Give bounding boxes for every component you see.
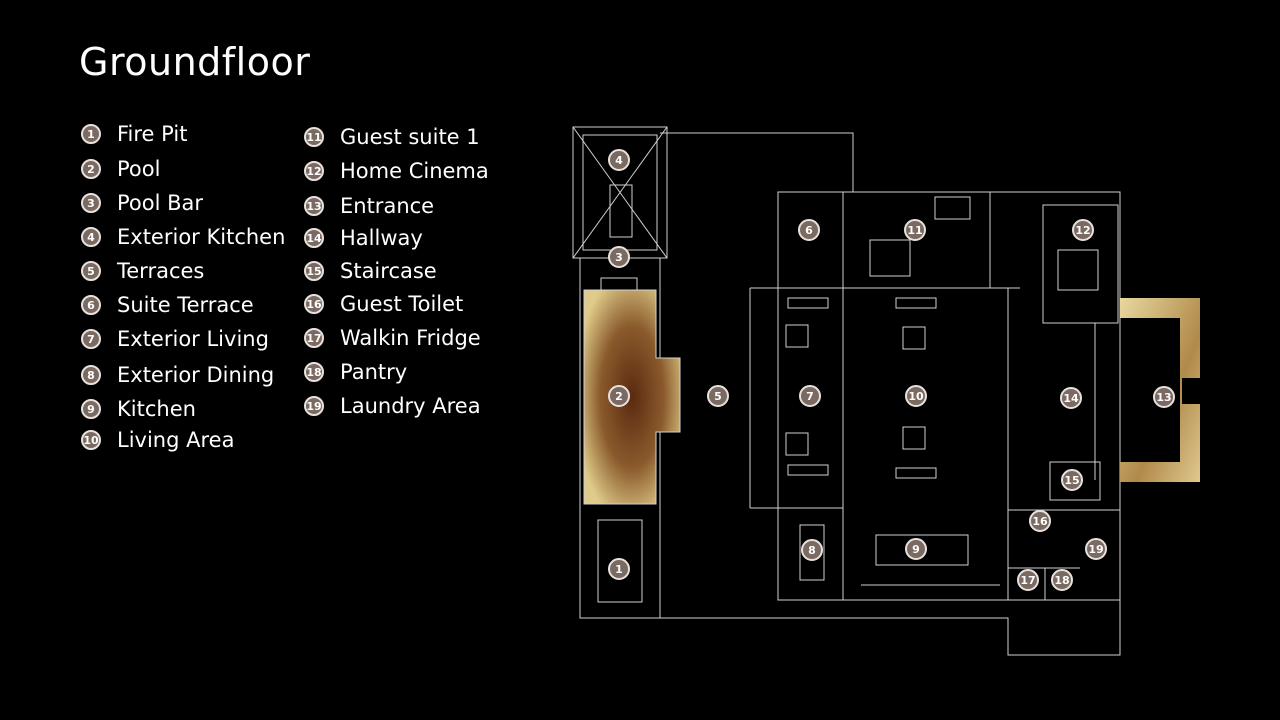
room-marker: 11 bbox=[904, 219, 926, 241]
room-number-badge: 6 bbox=[81, 295, 101, 315]
room-marker: 16 bbox=[1029, 510, 1051, 532]
room-marker: 17 bbox=[1017, 569, 1039, 591]
room-label: Terraces bbox=[117, 259, 205, 283]
room-label: Pantry bbox=[340, 360, 408, 384]
room-label: Guest suite 1 bbox=[340, 125, 480, 149]
room-label: Guest Toilet bbox=[340, 292, 464, 316]
legend-item: 11 Guest suite 1 bbox=[304, 124, 480, 150]
room-label: Suite Terrace bbox=[117, 293, 254, 317]
room-marker: 8 bbox=[801, 539, 823, 561]
room-number-badge: 7 bbox=[81, 329, 101, 349]
room-label: Kitchen bbox=[117, 397, 196, 421]
legend-item: 19 Laundry Area bbox=[304, 393, 481, 419]
legend-item: 15 Staircase bbox=[304, 258, 437, 284]
room-marker: 19 bbox=[1085, 538, 1107, 560]
room-number-badge: 10 bbox=[81, 430, 101, 450]
room-marker: 13 bbox=[1153, 386, 1175, 408]
room-label: Exterior Dining bbox=[117, 363, 275, 387]
main-building-outline bbox=[777, 191, 1121, 601]
room-marker: 6 bbox=[798, 219, 820, 241]
legend-item: 14 Hallway bbox=[304, 225, 423, 251]
room-number-badge: 13 bbox=[304, 196, 324, 216]
room-label: Pool Bar bbox=[117, 191, 204, 215]
legend-item: 8 Exterior Dining bbox=[81, 362, 274, 388]
room-marker: 2 bbox=[608, 385, 630, 407]
room-number-badge: 1 bbox=[81, 124, 101, 144]
room-marker: 12 bbox=[1072, 219, 1094, 241]
legend-item: 3 Pool Bar bbox=[81, 190, 203, 216]
room-label: Entrance bbox=[340, 194, 435, 218]
page-title: Groundfloor bbox=[79, 40, 311, 84]
room-marker: 9 bbox=[905, 538, 927, 560]
room-number-badge: 12 bbox=[304, 161, 324, 181]
room-marker: 18 bbox=[1051, 569, 1073, 591]
pool-shape bbox=[583, 289, 681, 505]
room-number-badge: 11 bbox=[304, 127, 324, 147]
room-number-badge: 8 bbox=[81, 365, 101, 385]
legend-item: 7 Exterior Living bbox=[81, 326, 269, 352]
legend-item: 5 Terraces bbox=[81, 258, 204, 284]
legend-item: 1 Fire Pit bbox=[81, 121, 187, 147]
legend-item: 6 Suite Terrace bbox=[81, 292, 254, 318]
room-marker: 3 bbox=[608, 246, 630, 268]
room-number-badge: 5 bbox=[81, 261, 101, 281]
legend-item: 10 Living Area bbox=[81, 427, 234, 453]
room-number-badge: 18 bbox=[304, 362, 324, 382]
room-label: Exterior Living bbox=[117, 327, 269, 351]
room-marker: 5 bbox=[707, 385, 729, 407]
room-label: Walkin Fridge bbox=[340, 326, 481, 350]
room-label: Hallway bbox=[340, 226, 423, 250]
room-marker: 1 bbox=[608, 558, 630, 580]
room-label: Home Cinema bbox=[340, 159, 489, 183]
legend-item: 17 Walkin Fridge bbox=[304, 325, 481, 351]
room-marker: 10 bbox=[905, 385, 927, 407]
room-number-badge: 2 bbox=[81, 159, 101, 179]
room-marker: 4 bbox=[608, 149, 630, 171]
legend-item: 2 Pool bbox=[81, 156, 160, 182]
legend-item: 13 Entrance bbox=[304, 193, 434, 219]
room-label: Pool bbox=[117, 157, 161, 181]
room-marker: 7 bbox=[799, 385, 821, 407]
room-number-badge: 15 bbox=[304, 261, 324, 281]
room-number-badge: 19 bbox=[304, 396, 324, 416]
entrance-frame bbox=[1120, 298, 1200, 482]
room-number-badge: 14 bbox=[304, 228, 324, 248]
legend-item: 9 Kitchen bbox=[81, 396, 196, 422]
room-number-badge: 3 bbox=[81, 193, 101, 213]
legend-item: 18 Pantry bbox=[304, 359, 407, 385]
room-label: Laundry Area bbox=[340, 394, 481, 418]
room-label: Staircase bbox=[340, 259, 437, 283]
room-label: Exterior Kitchen bbox=[117, 225, 286, 249]
room-number-badge: 9 bbox=[81, 399, 101, 419]
legend-item: 16 Guest Toilet bbox=[304, 291, 463, 317]
legend-item: 4 Exterior Kitchen bbox=[81, 224, 285, 250]
room-number-badge: 17 bbox=[304, 328, 324, 348]
room-label: Living Area bbox=[117, 428, 235, 452]
room-number-badge: 4 bbox=[81, 227, 101, 247]
room-label: Fire Pit bbox=[117, 122, 188, 146]
legend-item: 12 Home Cinema bbox=[304, 158, 489, 184]
room-marker: 14 bbox=[1060, 387, 1082, 409]
room-marker: 15 bbox=[1061, 469, 1083, 491]
room-number-badge: 16 bbox=[304, 294, 324, 314]
